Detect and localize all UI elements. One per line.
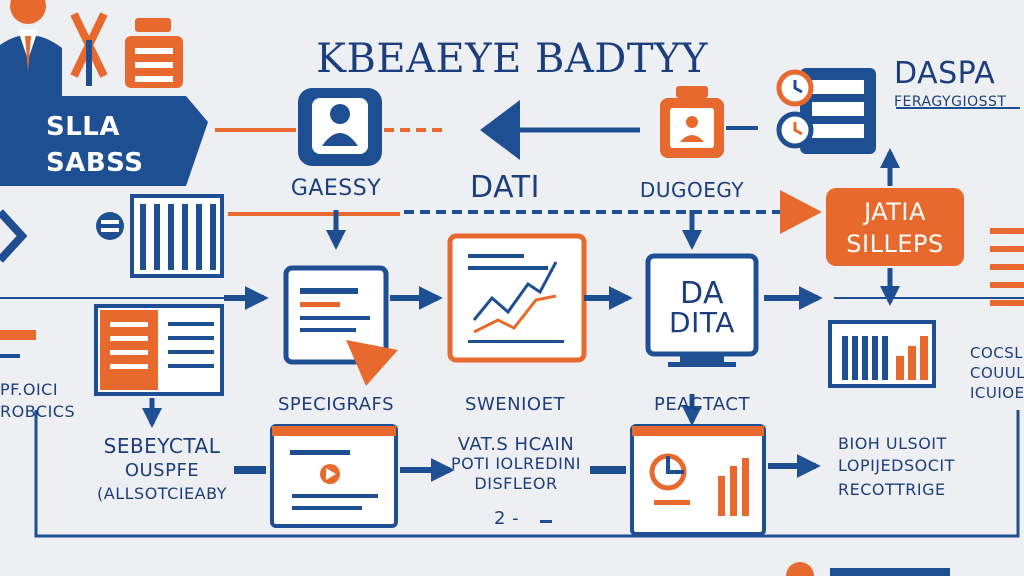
bottom-left-line1: SEBEYCTAL — [103, 434, 221, 458]
bar-columns-icon — [130, 194, 224, 278]
database-icon — [125, 18, 183, 88]
monitor-icon — [645, 253, 759, 367]
arrow-left-icon — [480, 100, 640, 160]
bottom-left-line2: OUSPFE — [124, 460, 200, 481]
monitor-text-line2: DITA — [669, 306, 735, 339]
bottom-center-line1: VAT.S HCAIN — [457, 434, 575, 455]
top-right-title: DASPA — [894, 56, 996, 91]
arrow-right-icon — [0, 209, 28, 263]
report-icon — [630, 424, 766, 536]
bottom-corner-shapes — [786, 562, 950, 576]
node-label-dati: DATI — [470, 170, 540, 205]
bottom-center-line3: DISFLEOR — [474, 474, 558, 493]
user-icon — [298, 88, 382, 166]
bottom-left-line3: (ALLSOTCIEABY — [97, 484, 227, 503]
sales-box-line2: SABSS — [46, 148, 144, 178]
equals-icon — [96, 212, 124, 240]
jatia-box — [826, 188, 964, 266]
top-right-subtitle: FERAGYGIOSST — [894, 94, 1007, 110]
clock-server-icon — [776, 68, 876, 154]
bottom-center-number: 2 - — [494, 508, 520, 529]
person-icon — [0, 0, 62, 100]
label-peactact: PEACTACT — [654, 394, 750, 415]
sales-box — [0, 96, 208, 186]
arrow-right-icon — [780, 190, 822, 234]
sales-box-line1: SLLA — [46, 112, 120, 142]
user-card-icon — [660, 86, 724, 158]
list-lines-icon — [990, 228, 1024, 306]
dash-icon — [540, 520, 552, 523]
bar-chart-icon — [828, 320, 936, 388]
left-stub-line2: ROBCICS — [0, 402, 76, 421]
left-stub-line1: PF.OICI — [0, 380, 59, 399]
jatia-box-line1: JATIA — [864, 198, 926, 226]
bottom-right-line3: RECOTTRIGE — [838, 480, 946, 499]
bottom-right-line2: LOPIJEDSOCIT — [838, 456, 955, 475]
label-specigrafs: SPECIGRAFS — [277, 394, 395, 415]
document-monitor-icon — [283, 265, 398, 386]
page-title: KBEAEYE BADTYY — [316, 36, 708, 82]
loop-line — [34, 410, 1020, 538]
video-player-icon — [270, 424, 398, 528]
line-chart-icon — [447, 233, 587, 363]
node-label-dugoegy: DUGOEGY — [639, 178, 745, 202]
x-shape-icon — [70, 12, 108, 86]
monitor-text-line1: DA — [679, 276, 725, 311]
left-bar-icon — [0, 330, 36, 358]
right-stack-line2: COUULCS — [970, 364, 1024, 382]
bottom-right-line1: BIOH ULSOIT — [838, 434, 947, 453]
right-stack-line1: COCSLE — [970, 344, 1024, 362]
node-label-gatesy: GAESSY — [290, 176, 382, 201]
jatia-box-line2: SILLEPS — [846, 230, 944, 258]
label-swenioet: SWENIOET — [465, 394, 565, 415]
open-book-icon — [94, 304, 224, 396]
bottom-center-line2: POTI IOLREDINI — [451, 454, 581, 473]
